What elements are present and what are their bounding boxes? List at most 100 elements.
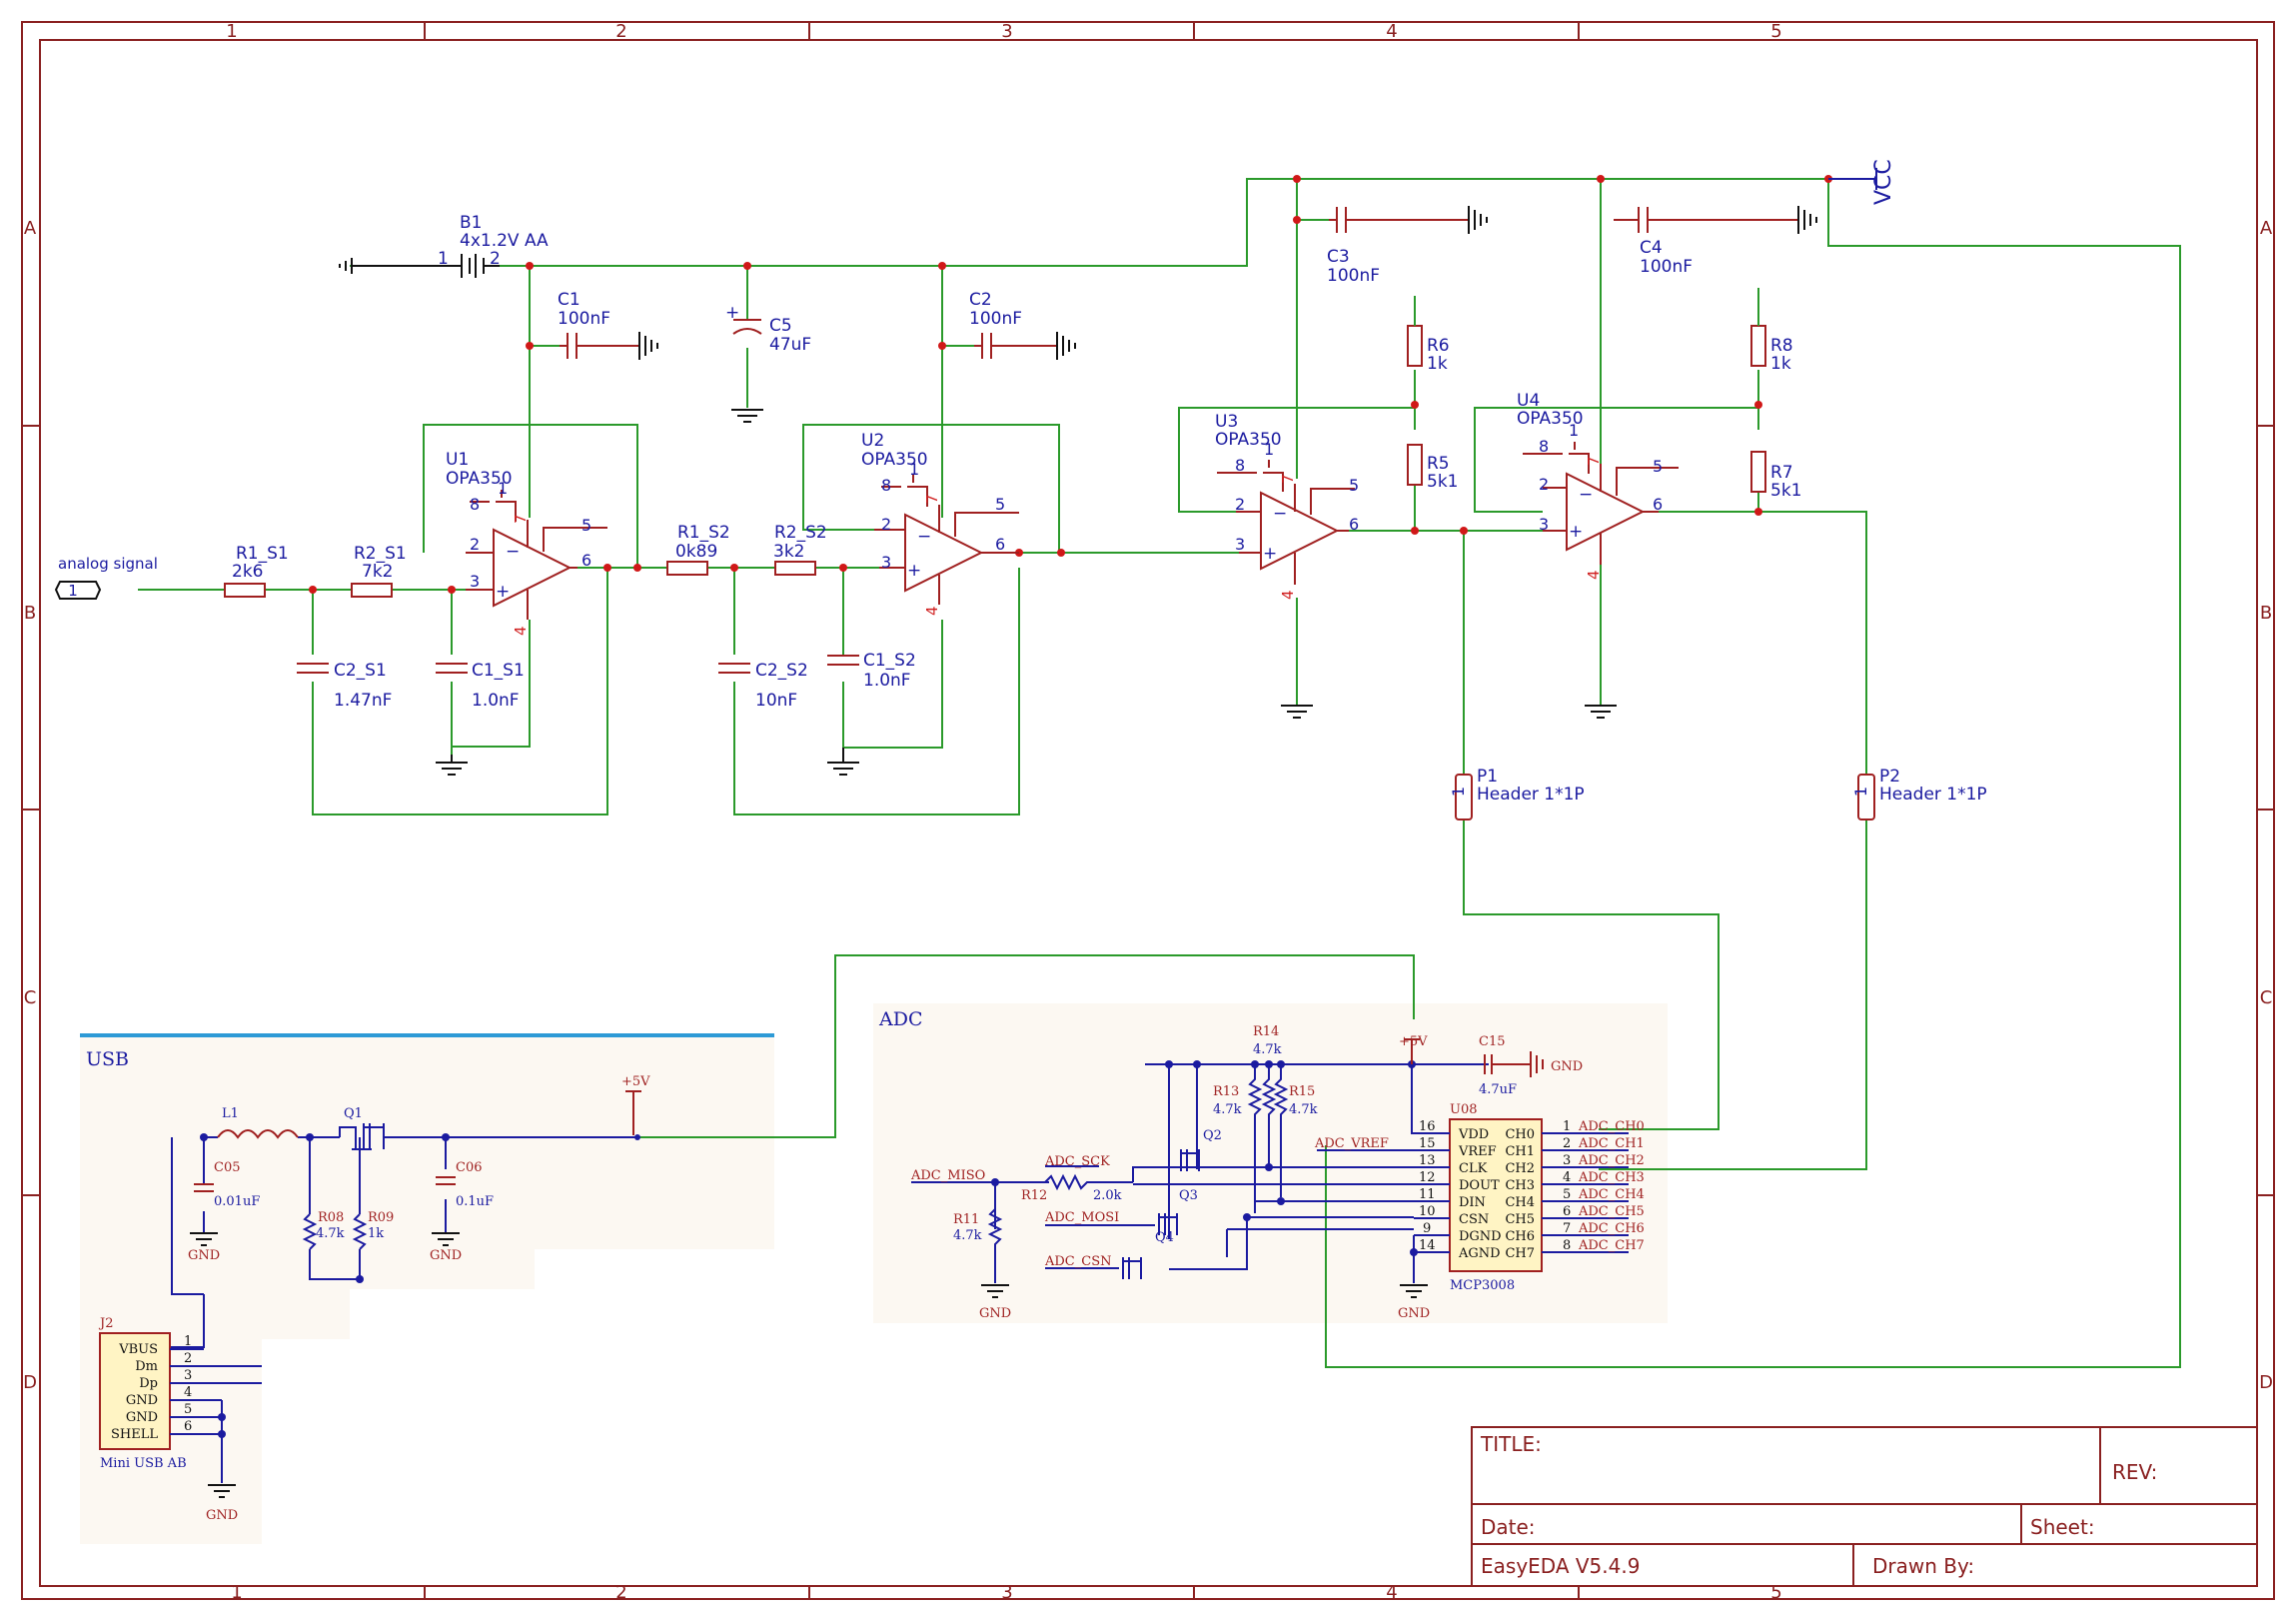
j2-pin-name-gnd2: GND	[126, 1410, 158, 1425]
u3-pin7: 7	[1279, 474, 1297, 484]
c1-s2-ref: C1_S2	[863, 651, 916, 671]
title-label: TITLE:	[1480, 1432, 1542, 1456]
u4-pin2: 2	[1539, 475, 1549, 494]
rev-label: REV:	[2112, 1460, 2157, 1484]
b1-ref: B1	[460, 213, 482, 233]
net-adc-ch6: ADC_CH6	[1578, 1221, 1645, 1236]
frame-row-b-left: B	[24, 603, 36, 624]
u08-pin-name-vref: VREF	[1458, 1144, 1497, 1159]
analog-signal-label: analog signal	[58, 555, 158, 573]
opamp-u4: − + U4 OPA350 2 3 6 5 8 1 7 4	[1517, 391, 1679, 580]
net-adc-ch4: ADC_CH4	[1578, 1187, 1645, 1202]
r08-value: 4.7k	[316, 1226, 345, 1241]
u3-pin3: 3	[1235, 535, 1245, 554]
net-adc-ch1: ADC_CH1	[1578, 1136, 1645, 1151]
r12-ref: R12	[1021, 1188, 1047, 1203]
j2-name: Mini USB AB	[100, 1456, 187, 1471]
p2-ref: P2	[1879, 767, 1900, 787]
c06-gnd: GND	[430, 1248, 462, 1263]
frame-row-a-right: A	[2260, 218, 2273, 239]
frame-row-d-right: D	[2259, 1372, 2273, 1393]
frame-col-2-bottom: 2	[615, 1582, 626, 1603]
net-adc-miso: ADC_MISO	[910, 1168, 985, 1183]
u1-pin1: 1	[498, 479, 508, 498]
frame-col-5-top: 5	[1770, 21, 1781, 42]
p2-value: Header 1*1P	[1879, 785, 1987, 805]
u08-ref: U08	[1450, 1102, 1478, 1117]
c4-value: 100nF	[1640, 257, 1693, 277]
u1-pin2: 2	[470, 535, 480, 554]
r13-value: 4.7k	[1213, 1102, 1242, 1117]
frame-row-c-left: C	[24, 987, 37, 1008]
r11-value: 4.7k	[953, 1228, 982, 1243]
u08-pin-name-clk: CLK	[1459, 1161, 1488, 1176]
u2-pin7: 7	[923, 494, 941, 504]
u08-pin-num-13: 13	[1419, 1153, 1436, 1168]
u4-plus: +	[1569, 522, 1583, 542]
c2-ref: C2	[969, 290, 992, 310]
j2-pin-num-3: 3	[184, 1368, 192, 1383]
u3-pin2: 2	[1235, 495, 1245, 514]
u08-pin-name-agnd: AGND	[1458, 1246, 1501, 1261]
frame-col-1-bottom: 1	[231, 1582, 242, 1603]
u4-minus: −	[1579, 485, 1593, 505]
u2-pin4: 4	[923, 606, 941, 616]
j2-pin-num-4: 4	[184, 1385, 192, 1400]
frame-col-3-bottom: 3	[1001, 1582, 1012, 1603]
resistor-r1-s2: R1_S2 0k89	[666, 523, 730, 576]
u08-pin-name-ch1: CH1	[1505, 1144, 1535, 1159]
u3-pin1: 1	[1264, 440, 1274, 459]
u08-pin-name-din: DIN	[1459, 1195, 1486, 1210]
u2-ref: U2	[861, 431, 884, 451]
r09-value: 1k	[368, 1226, 384, 1241]
c5-ref: C5	[769, 316, 792, 336]
u1-pin5: 5	[581, 516, 591, 535]
frame-col-1-top: 1	[226, 21, 237, 42]
u4-pin4: 4	[1585, 570, 1603, 580]
u3-minus: −	[1273, 504, 1287, 524]
u3-pin5: 5	[1349, 476, 1359, 495]
r8-ref: R8	[1770, 336, 1793, 356]
u2-plus: +	[907, 561, 921, 581]
r1-s1-value: 2k6	[232, 562, 263, 582]
r2-s2-value: 3k2	[773, 542, 804, 562]
title-block: TITLE: REV: Date: Sheet: EasyEDA V5.4.9 …	[1471, 1426, 2258, 1587]
u08-pin-name-vdd: VDD	[1458, 1127, 1489, 1142]
c1-ref: C1	[558, 290, 580, 310]
opamp-u1: − + U1 OPA350 2 3 6 5 8 1 7 4	[446, 450, 607, 636]
r6-ref: R6	[1427, 336, 1450, 356]
gnd-u4	[1585, 705, 1617, 719]
u3-pin4: 4	[1279, 590, 1297, 600]
j2-ref: J2	[98, 1316, 113, 1331]
resistor-r5: R5 5k1	[1407, 444, 1458, 492]
capacitor-c5: + C5 47uF	[725, 303, 811, 423]
j2-pin-name-dp: Dp	[139, 1376, 158, 1391]
u1-pin7: 7	[512, 514, 530, 524]
net-adc-ch0: ADC_CH0	[1578, 1119, 1645, 1134]
header-p2: 1 P2 Header 1*1P	[1851, 767, 1987, 820]
opamp-u3: − + U3 OPA350 2 3 6 5 8 1 7 4	[1215, 412, 1359, 600]
u1-ref: U1	[446, 450, 469, 470]
r7-ref: R7	[1770, 463, 1793, 483]
u3-part: OPA350	[1215, 430, 1282, 450]
q4-ref: Q4	[1155, 1230, 1174, 1245]
analog-input-port: analog signal 1	[54, 555, 158, 600]
r1-s1-ref: R1_S1	[236, 544, 289, 564]
net-adc-ch2: ADC_CH2	[1578, 1153, 1645, 1168]
c3-ref: C3	[1327, 247, 1350, 267]
capacitor-c1-s1: C1_S1 1.0nF	[436, 661, 525, 711]
frame-col-3-top: 3	[1001, 21, 1012, 42]
frame-row-c-right: C	[2260, 987, 2273, 1008]
u08-pin-num-8: 8	[1563, 1238, 1571, 1253]
resistor-r8: R8 1k	[1750, 288, 1793, 374]
gnd-stage2	[827, 748, 859, 776]
p1-value: Header 1*1P	[1477, 785, 1585, 805]
sheet-label: Sheet:	[2030, 1515, 2095, 1539]
u08-pin-num-12: 12	[1419, 1170, 1436, 1185]
resistor-r2-s1: R2_S1 7k2	[351, 544, 407, 598]
battery-b1: B1 4x1.2V AA 1 2	[339, 213, 549, 278]
capacitor-c2: C2 100nF	[969, 290, 1076, 360]
c2-s1-value: 1.47nF	[334, 691, 392, 711]
u08-pin-num-2: 2	[1563, 1136, 1571, 1151]
frame-col-4-bottom: 4	[1386, 1582, 1397, 1603]
